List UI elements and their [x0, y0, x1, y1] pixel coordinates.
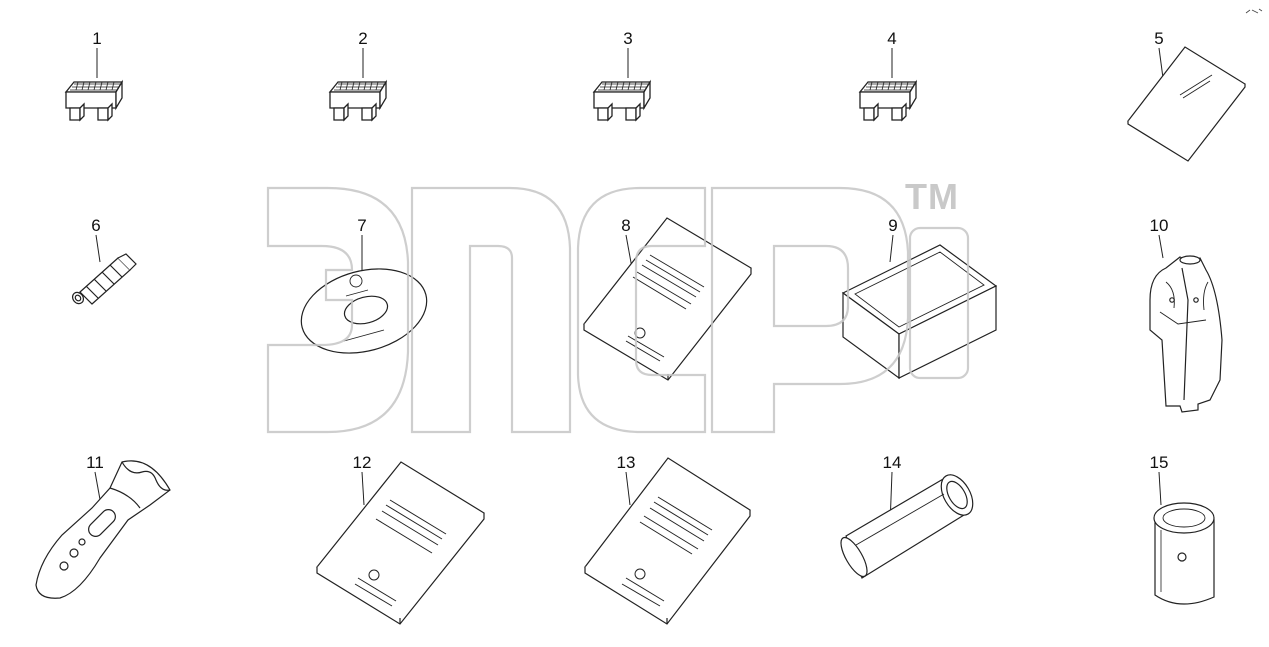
part-label-5: 5: [1154, 29, 1163, 48]
trademark-symbol: TM: [905, 176, 959, 217]
part-label-11: 11: [86, 453, 104, 472]
part-15: 15: [1150, 453, 1215, 605]
part-2: 2: [329, 29, 387, 121]
work-coat-icon: [1149, 255, 1223, 413]
part-label-7: 7: [357, 216, 366, 235]
leader-line: [889, 234, 894, 263]
leader-line: [1158, 471, 1162, 506]
manual-booklet-icon: [1127, 46, 1246, 162]
canister-icon: [1153, 502, 1215, 605]
flashlight-icon: [35, 460, 171, 599]
leader-line: [625, 471, 631, 506]
fuse-icon: [859, 81, 917, 121]
corner-mark: [1245, 8, 1263, 14]
fuse-icon: [593, 81, 651, 121]
part-12: 12: [316, 453, 485, 625]
leader-line: [361, 471, 365, 506]
part-label-15: 15: [1150, 453, 1169, 472]
part-label-3: 3: [623, 29, 632, 48]
part-6: 6: [71, 216, 137, 305]
part-label-13: 13: [617, 453, 636, 472]
part-3: 3: [593, 29, 651, 121]
part-label-12: 12: [353, 453, 372, 472]
part-label-10: 10: [1150, 216, 1169, 235]
part-9: 9: [841, 216, 998, 380]
fuse-icon: [329, 81, 387, 121]
manual-book-icon: [583, 217, 752, 381]
part-label-14: 14: [883, 453, 902, 472]
part-label-8: 8: [621, 216, 630, 235]
cd-disc-icon: [300, 268, 428, 354]
part-label-2: 2: [358, 29, 367, 48]
manual-book-icon: [316, 461, 485, 625]
leader-line: [1158, 234, 1164, 259]
leader-line: [1158, 47, 1164, 79]
part-13: 13: [584, 453, 751, 625]
part-label-6: 6: [91, 216, 100, 235]
part-14: 14: [840, 453, 974, 579]
tube-cylinder-icon: [840, 474, 974, 579]
part-label-9: 9: [888, 216, 897, 235]
part-label-4: 4: [887, 29, 896, 48]
part-4: 4: [859, 29, 917, 121]
part-7: 7: [300, 216, 428, 354]
connector-icon: [71, 253, 137, 305]
part-1: 1: [65, 29, 123, 121]
part-10: 10: [1149, 216, 1223, 413]
part-11: 11: [35, 453, 171, 599]
manual-book-icon: [584, 457, 751, 625]
part-label-1: 1: [92, 29, 101, 48]
fuse-icon: [65, 81, 123, 121]
tool-box-icon: [841, 244, 998, 380]
leader-line: [95, 234, 101, 263]
part-8: 8: [583, 216, 752, 381]
part-5: 5: [1127, 29, 1246, 162]
